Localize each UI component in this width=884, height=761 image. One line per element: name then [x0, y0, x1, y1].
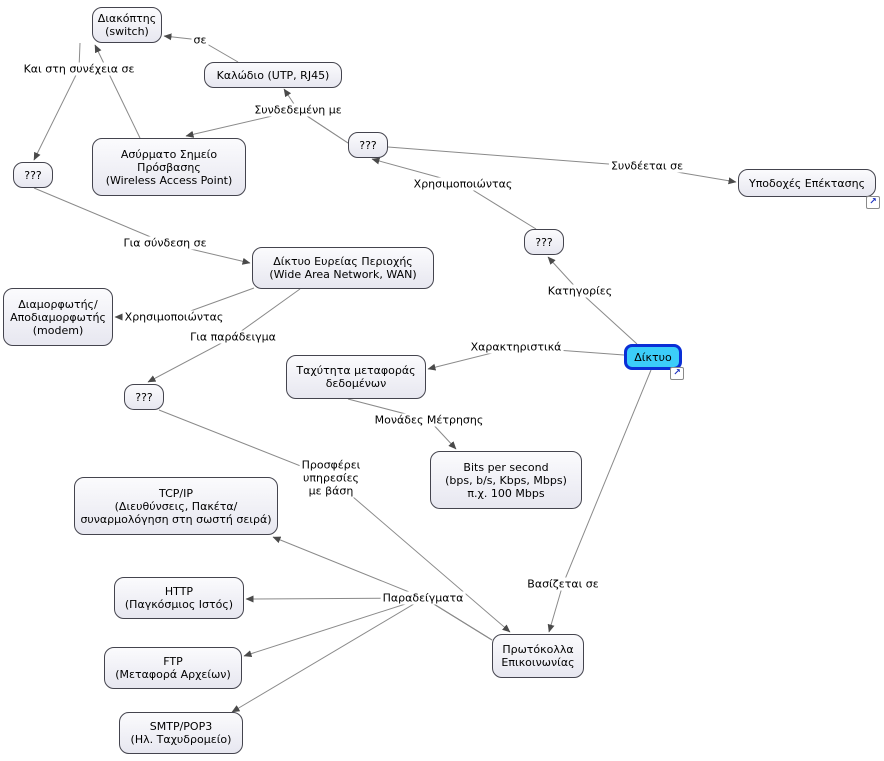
concept-node-q2[interactable]: ??? — [348, 132, 388, 158]
concept-node-label: Ασύρματο Σημείο Πρόσβασης (Wireless Acce… — [105, 147, 233, 187]
concept-node-label: ??? — [135, 390, 153, 404]
concept-node-label: SMTP/POP3 (Ηλ. Ταχυδρομείο) — [130, 720, 232, 746]
concept-node-q1[interactable]: ??? — [13, 162, 53, 188]
edge-wap-to-switch — [94, 44, 141, 139]
concept-node-label: ??? — [24, 168, 42, 182]
concept-node-bps[interactable]: Bits per second (bps, b/s, Kbps, Mbps) π… — [430, 451, 582, 509]
link-label-based-on[interactable]: Βασίζεται σε — [525, 577, 601, 591]
concept-node-label: Διακόπτης (switch) — [97, 12, 157, 38]
concept-node-label: TCP/IP (Διευθύνσεις, Πακέτα/ συναρμολόγη… — [80, 486, 272, 526]
concept-node-label: Υποδοχές Επέκτασης — [748, 176, 866, 190]
concept-node-label: HTTP (Παγκόσμιος Ιστός) — [124, 585, 234, 611]
edge-q1-to-wan — [33, 187, 251, 265]
concept-node-protocols[interactable]: Πρωτόκολλα Επικοινωνίας — [492, 634, 584, 678]
concept-node-label: Διαμορφωτής/ Αποδιαμορφωτής (modem) — [10, 297, 106, 337]
concept-node-q4[interactable]: ??? — [124, 384, 164, 410]
concept-node-label: ??? — [535, 235, 553, 249]
concept-node-cable[interactable]: Καλώδιο (UTP, RJ45) — [204, 62, 342, 88]
concept-node-wan[interactable]: Δίκτυο Ευρείας Περιοχής (Wide Area Netwo… — [252, 247, 434, 289]
concept-node-speed[interactable]: Ταχύτητα μεταφοράς δεδομένων — [286, 355, 426, 399]
concept-node-label: FTP (Μεταφορά Αρχείων) — [115, 655, 231, 681]
link-label-categories[interactable]: Κατηγορίες — [545, 284, 615, 298]
concept-node-label: Bits per second (bps, b/s, Kbps, Mbps) π… — [445, 460, 567, 500]
concept-node-wap[interactable]: Ασύρματο Σημείο Πρόσβασης (Wireless Acce… — [92, 138, 246, 196]
concept-node-http[interactable]: HTTP (Παγκόσμιος Ιστός) — [114, 577, 244, 619]
concept-node-q3[interactable]: ??? — [524, 229, 564, 255]
link-label-using-b[interactable]: Χρησιμοποιώντας — [122, 310, 226, 324]
link-label-for-connection-to[interactable]: Για σύνδεση σε — [121, 236, 209, 250]
concept-node-smtp[interactable]: SMTP/POP3 (Ηλ. Ταχυδρομείο) — [119, 712, 243, 754]
resource-link-icon[interactable]: ↗ — [670, 367, 684, 380]
link-label-measurement-units[interactable]: Μονάδες Μέτρησης — [372, 413, 486, 427]
link-label-offers-services[interactable]: Προσφέρει υπηρεσίες με βάση — [299, 458, 363, 498]
concept-node-modem[interactable]: Διαμορφωτής/ Αποδιαμορφωτής (modem) — [3, 288, 113, 346]
edge-protocols-to-ftp — [243, 597, 493, 658]
concept-node-label: Πρωτόκολλα Επικοινωνίας — [501, 643, 575, 669]
edge-network-to-q3 — [547, 256, 638, 345]
concept-node-label: Δίκτυο Ευρείας Περιοχής (Wide Area Netwo… — [269, 255, 417, 281]
edge-q3-to-q2 — [371, 157, 537, 230]
concept-node-switch[interactable]: Διακόπτης (switch) — [92, 7, 162, 43]
concept-node-expansion[interactable]: Υποδοχές Επέκτασης↗ — [738, 169, 880, 209]
edge-protocols-to-smtp — [231, 597, 493, 713]
concept-node-network[interactable]: Δίκτυο ↗ — [624, 344, 684, 380]
concept-node-label: ??? — [359, 138, 377, 152]
link-label-examples[interactable]: Παραδείγματα — [380, 591, 466, 605]
link-label-and-then-to[interactable]: Και στη συνέχεια σε — [21, 62, 137, 76]
concept-node-label: Δίκτυο — [634, 350, 672, 364]
concept-node-label: Καλώδιο (UTP, RJ45) — [216, 68, 330, 82]
link-label-characteristics[interactable]: Χαρακτηριστικά — [468, 340, 564, 354]
resource-link-icon[interactable]: ↗ — [866, 196, 880, 209]
link-label-for-example[interactable]: Για παράδειγμα — [188, 330, 278, 344]
link-label-connected-with[interactable]: Συνδεδεμένη με — [252, 103, 344, 117]
link-label-using-a[interactable]: Χρησιμοποιώντας — [411, 177, 515, 191]
concept-node-label: Ταχύτητα μεταφοράς δεδομένων — [296, 364, 416, 390]
concept-node-tcpip[interactable]: TCP/IP (Διευθύνσεις, Πακέτα/ συναρμολόγη… — [74, 477, 278, 535]
edge-switch-to-q1 — [33, 42, 81, 161]
concept-node-ftp[interactable]: FTP (Μεταφορά Αρχείων) — [104, 647, 242, 689]
link-label-se[interactable]: σε — [191, 33, 209, 47]
link-label-connects-to[interactable]: Συνδέεται σε — [608, 159, 686, 173]
